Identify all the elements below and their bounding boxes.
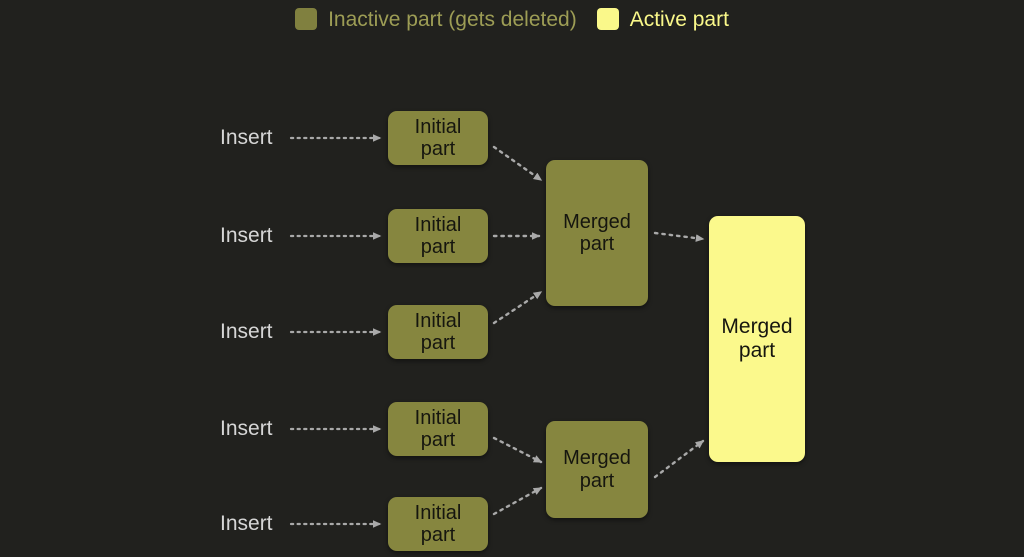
insert-label-4: Insert — [220, 417, 273, 440]
insert-label-2: Insert — [220, 224, 273, 247]
connector-initial5-to-merged2 — [492, 486, 543, 516]
merged-part-1[interactable]: Merged part — [546, 160, 648, 306]
insert-label-1: Insert — [220, 126, 273, 149]
connector-merged2-to-final — [653, 439, 705, 479]
initial-part-4[interactable]: Initial part — [388, 402, 488, 456]
connector-initial4-to-merged2 — [492, 436, 543, 464]
connector-initial1-to-merged1 — [492, 145, 543, 182]
initial-part-5[interactable]: Initial part — [388, 497, 488, 551]
final-merged-part[interactable]: Merged part — [709, 216, 805, 462]
initial-part-1[interactable]: Initial part — [388, 111, 488, 165]
initial-part-3[interactable]: Initial part — [388, 305, 488, 359]
insert-label-3: Insert — [220, 320, 273, 343]
connector-merged1-to-final — [653, 231, 705, 242]
insert-label-5: Insert — [220, 512, 273, 535]
merged-part-2[interactable]: Merged part — [546, 421, 648, 518]
initial-part-2[interactable]: Initial part — [388, 209, 488, 263]
connector-initial3-to-merged1 — [492, 290, 543, 325]
